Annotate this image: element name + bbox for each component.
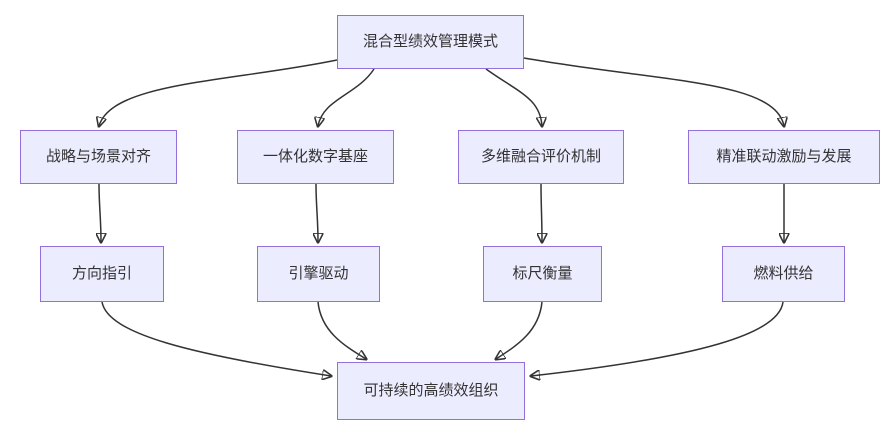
node-role-fuel: 燃料供给 <box>722 246 845 302</box>
node-outcome-label: 可持续的高绩效组织 <box>363 382 499 399</box>
edge-pillar-digital-to-role-engine <box>316 183 318 242</box>
edge-root-to-pillar-incentive <box>523 57 784 126</box>
edge-root-to-pillar-strategy <box>99 59 338 126</box>
node-pillar-evaluation: 多维融合评价机制 <box>458 130 624 184</box>
node-role-ruler: 标尺衡量 <box>483 246 602 302</box>
node-role-engine-label: 引擎驱动 <box>288 265 349 282</box>
node-role-engine: 引擎驱动 <box>257 246 380 302</box>
node-pillar-incentive-label: 精准联动激励与发展 <box>716 148 852 165</box>
edge-pillar-evaluation-to-role-ruler <box>541 183 542 242</box>
edge-pillar-strategy-to-role-direction <box>99 183 101 242</box>
node-pillar-digital-label: 一体化数字基座 <box>262 148 368 165</box>
node-pillar-incentive: 精准联动激励与发展 <box>688 130 880 184</box>
node-pillar-evaluation-label: 多维融合评价机制 <box>480 148 601 165</box>
node-role-direction: 方向指引 <box>40 246 164 302</box>
node-pillar-strategy: 战略与场景对齐 <box>20 130 177 184</box>
node-root: 混合型绩效管理模式 <box>337 15 524 69</box>
edge-role-engine-to-outcome <box>317 301 366 359</box>
edge-root-to-pillar-evaluation <box>485 68 542 126</box>
node-pillar-strategy-label: 战略与场景对齐 <box>45 148 151 165</box>
edge-role-ruler-to-outcome <box>496 301 543 359</box>
node-pillar-digital: 一体化数字基座 <box>237 130 394 184</box>
node-root-label: 混合型绩效管理模式 <box>362 33 498 50</box>
node-role-direction-label: 方向指引 <box>71 265 132 282</box>
node-outcome: 可持续的高绩效组织 <box>337 362 525 420</box>
edge-root-to-pillar-digital <box>318 68 375 126</box>
node-role-ruler-label: 标尺衡量 <box>512 265 573 282</box>
node-role-fuel-label: 燃料供给 <box>753 265 814 282</box>
edge-role-direction-to-outcome <box>101 301 331 376</box>
edge-role-fuel-to-outcome <box>531 301 784 376</box>
